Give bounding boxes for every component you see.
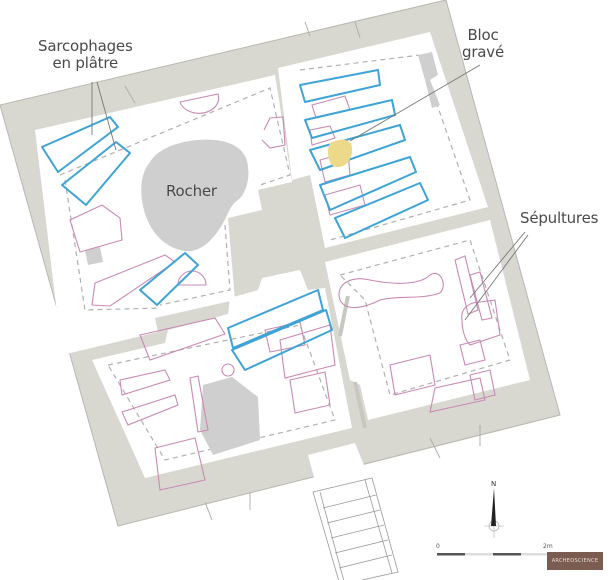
scale-bar xyxy=(437,553,549,556)
label-rock: Rocher xyxy=(166,182,217,200)
sarcophagus xyxy=(334,182,429,239)
entrance-passage xyxy=(308,443,370,492)
sarcophagus xyxy=(61,141,131,206)
north-arrow-icon xyxy=(484,488,504,538)
rock-rocher xyxy=(141,139,249,252)
sarcophagus xyxy=(299,69,381,103)
room-southwest xyxy=(92,270,352,478)
scale-start-label: 0 xyxy=(436,543,440,550)
label-engraved-block: Bloc gravé xyxy=(462,26,504,61)
leader-lines xyxy=(91,64,529,321)
sarcophagus xyxy=(309,124,406,171)
rock-northeast xyxy=(418,52,440,108)
rock-small-west xyxy=(85,247,103,265)
publisher-logo: ARCHEOSCIENCE xyxy=(547,552,603,570)
excavation-limits xyxy=(59,54,511,461)
rocks xyxy=(85,52,440,455)
north-label: N xyxy=(491,480,497,488)
rock-south xyxy=(200,377,260,455)
sarcophagus xyxy=(319,156,417,211)
label-burials: Sépultures xyxy=(520,209,599,227)
wall-joints xyxy=(124,21,481,521)
scale-end-label: 2m xyxy=(543,543,553,550)
sarcophagus xyxy=(139,252,199,306)
entrance-stairs xyxy=(312,477,399,580)
label-plaster-sarcophagi: Sarcophages en plâtre xyxy=(38,37,133,72)
sarcophagus xyxy=(231,309,333,371)
room-southeast xyxy=(325,220,530,420)
sarcophagus xyxy=(41,116,119,173)
sarcophagus xyxy=(227,289,324,349)
engraved-block xyxy=(328,139,353,168)
